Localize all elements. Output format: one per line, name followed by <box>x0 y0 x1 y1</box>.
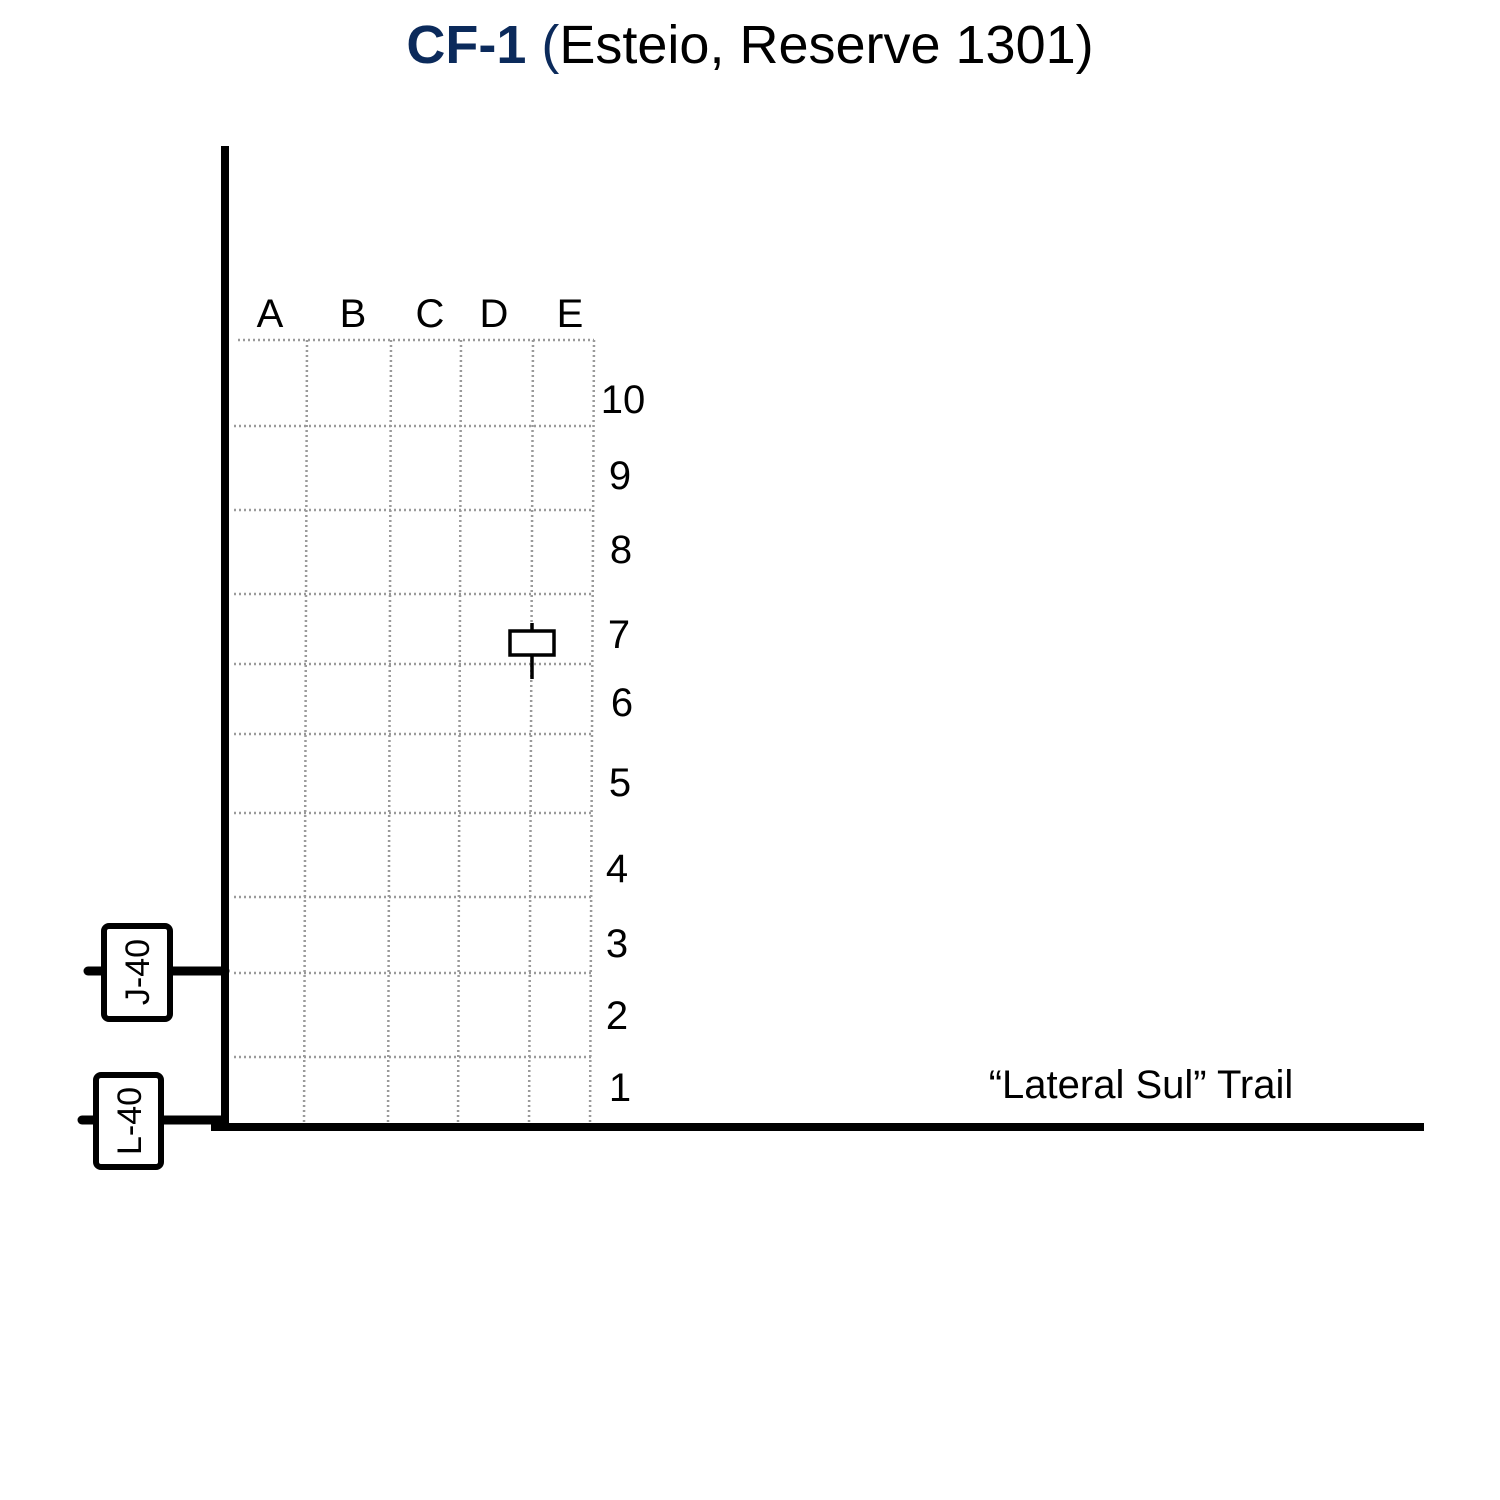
row-label: 4 <box>606 847 628 891</box>
grid-column-line <box>588 339 596 1127</box>
row-label: 9 <box>609 454 631 498</box>
marker-label: L-40 <box>111 1087 149 1155</box>
row-label: 1 <box>609 1066 631 1110</box>
grid-column-line <box>302 339 309 1127</box>
row-label: 10 <box>601 378 646 422</box>
column-label: B <box>340 292 367 336</box>
title-location: Esteio, Reserve 1301) <box>559 15 1094 75</box>
row-label: 6 <box>611 681 633 725</box>
marker-l-40: L-40 <box>77 1072 227 1170</box>
grid-column-line <box>456 339 463 1127</box>
plot-stake-icon <box>508 623 556 679</box>
trail-label: “Lateral Sul” Trail <box>989 1063 1294 1107</box>
row-labels: 10 9 8 7 6 5 4 3 2 1 <box>601 378 646 1110</box>
stake-plate <box>508 629 556 657</box>
grid-column-line <box>386 339 393 1127</box>
column-labels: A B C D E <box>257 292 584 336</box>
grid-column-line <box>527 339 535 1127</box>
row-label: 3 <box>606 922 628 966</box>
column-label: C <box>416 292 445 336</box>
marker-j-40: J-40 <box>83 923 230 1022</box>
trail-marker-post-icon <box>101 923 173 1022</box>
row-label: 2 <box>606 994 628 1038</box>
plot-code: CF-1 <box>406 15 527 75</box>
column-label: E <box>557 292 584 336</box>
column-label: D <box>480 292 509 336</box>
trail-marker-post-icon <box>93 1072 164 1170</box>
marker-label: J-40 <box>119 939 157 1005</box>
column-label: A <box>257 292 284 336</box>
grid-lines <box>234 338 596 1127</box>
row-label: 7 <box>608 613 630 657</box>
title-open-paren: ( <box>526 15 560 75</box>
row-label: 8 <box>610 528 632 572</box>
row-label: 5 <box>609 761 631 805</box>
page-title: CF-1 (Esteio, Reserve 1301) <box>0 14 1500 76</box>
